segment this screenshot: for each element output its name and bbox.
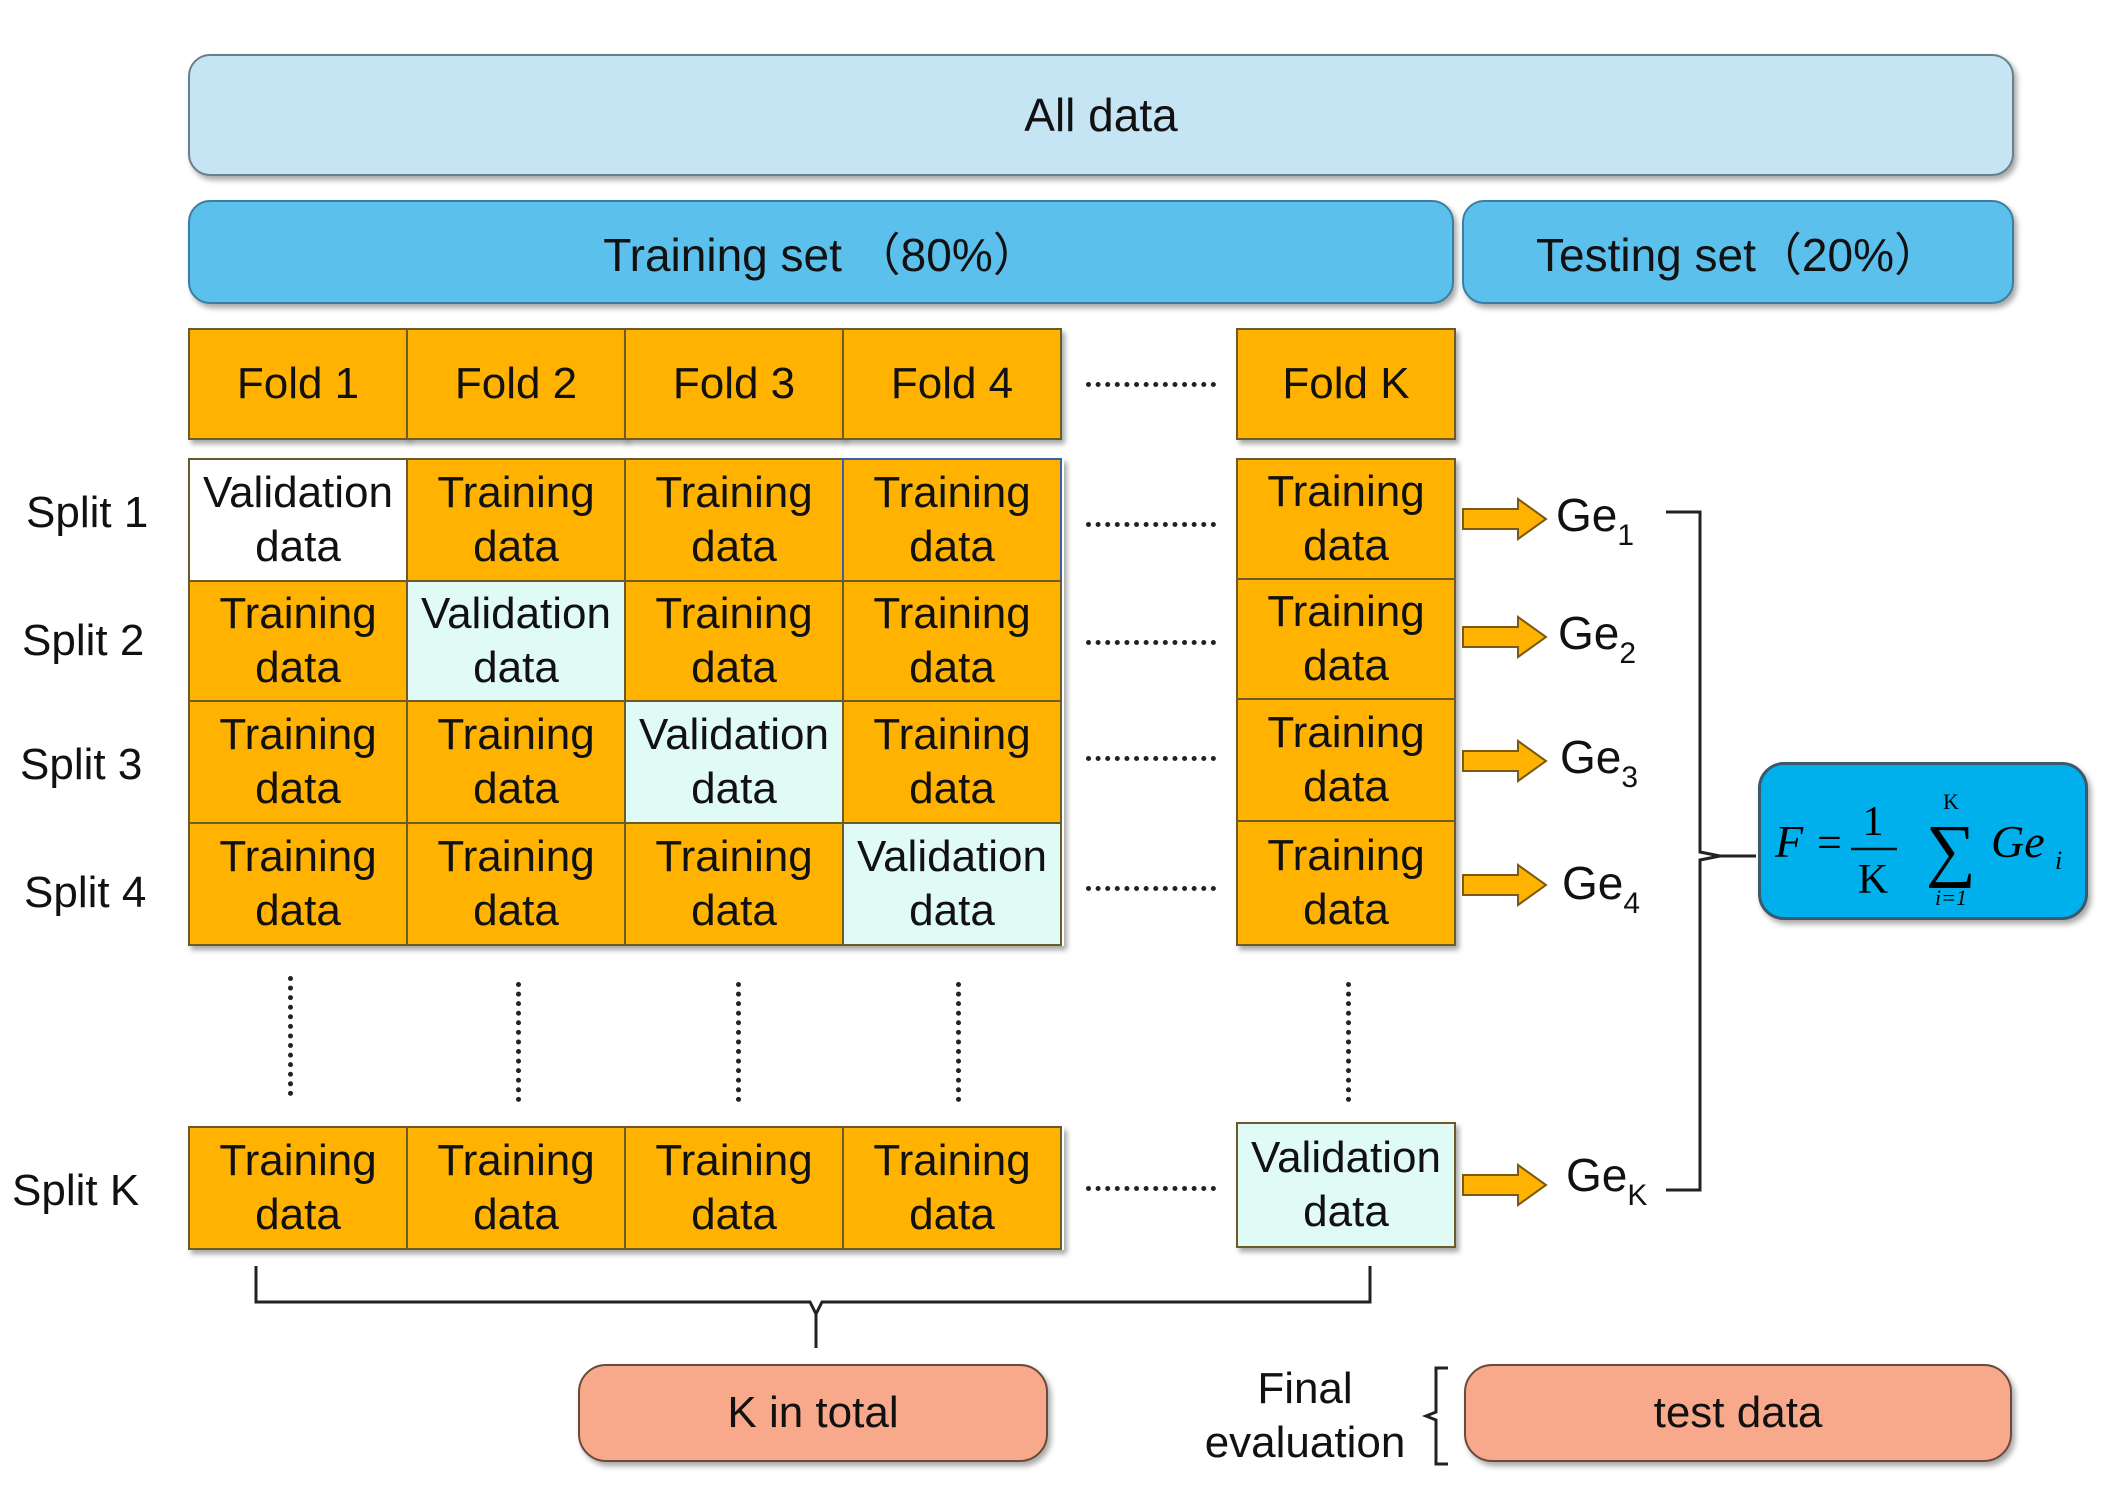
split-3-fold-2-cell: Training data xyxy=(406,700,626,824)
ge-base: Ge xyxy=(1558,607,1620,659)
split-4-fold-4-cell: Validation data xyxy=(842,822,1062,946)
fold-1-vertical-ellipsis xyxy=(288,976,293,1096)
split-1-fold-1-cell: Validation data xyxy=(188,458,408,582)
split-3-fold-k-cell: Training data xyxy=(1236,698,1456,822)
average-formula: F = 1 K K ∑ i=1 Ge i xyxy=(1774,789,2062,910)
fold-1-header: Fold 1 xyxy=(188,328,408,440)
arrow-right-icon xyxy=(1462,739,1548,783)
arrow-right-icon xyxy=(1462,1163,1548,1207)
test-data-label: test data xyxy=(1653,1388,1823,1437)
arrow-right-icon xyxy=(1462,497,1548,541)
formula-equals: = xyxy=(1817,818,1842,867)
split-2-fold-4-cell: Training data xyxy=(842,580,1062,702)
split-k-ellipsis xyxy=(1086,1186,1216,1191)
k-in-total-label: K in total xyxy=(727,1388,899,1437)
ge-bracket xyxy=(1666,510,1756,1192)
fold-header-ellipsis xyxy=(1086,382,1216,387)
ge-base: Ge xyxy=(1556,489,1618,541)
split-2-label: Split 2 xyxy=(22,616,145,665)
ge-subscript: 2 xyxy=(1619,637,1637,670)
ge-k-label: GeK xyxy=(1566,1148,1647,1213)
split-4-fold-k-cell: Training data xyxy=(1236,820,1456,946)
fold-k-header: Fold K xyxy=(1236,328,1456,440)
split-k-fold-k-cell: Validation data xyxy=(1236,1122,1456,1248)
ge-subscript: 4 xyxy=(1623,887,1641,920)
testing-set-label: Testing set（20%） xyxy=(1536,229,1940,281)
ge-4-label: Ge4 xyxy=(1562,856,1640,921)
fold-4-header: Fold 4 xyxy=(842,328,1062,440)
split-2-fold-3-cell: Training data xyxy=(624,580,844,702)
fold-k-vertical-ellipsis xyxy=(1346,982,1351,1102)
split-3-label: Split 3 xyxy=(20,740,143,789)
split-1-fold-2-cell: Training data xyxy=(406,458,626,582)
arrow-right-icon xyxy=(1462,863,1548,907)
split-2-fold-2-cell: Validation data xyxy=(406,580,626,702)
ge-2-label: Ge2 xyxy=(1558,606,1636,671)
average-formula-box: F = 1 K K ∑ i=1 Ge i xyxy=(1758,762,2088,920)
split-4-fold-1-cell: Training data xyxy=(188,822,408,946)
split-4-fold-3-cell: Training data xyxy=(624,822,844,946)
formula-term: Ge xyxy=(1991,816,2045,867)
sum-icon: ∑ xyxy=(1926,812,1976,889)
split-3-ellipsis xyxy=(1086,756,1216,761)
test-data-pill: test data xyxy=(1464,1364,2012,1462)
arrow-right-icon xyxy=(1462,615,1548,659)
split-1-ellipsis xyxy=(1086,522,1216,527)
all-data-bar: All data xyxy=(188,54,2014,176)
formula-sum-upper: K xyxy=(1943,789,1959,814)
split-k-fold-1-cell: Training data xyxy=(188,1126,408,1250)
ge-base: Ge xyxy=(1560,731,1622,783)
final-evaluation-brace xyxy=(1421,1366,1448,1466)
split-3-fold-4-cell: Training data xyxy=(842,700,1062,824)
split-k-label: Split K xyxy=(12,1166,140,1215)
split-k-fold-2-cell: Training data xyxy=(406,1126,626,1250)
final-evaluation-label: Final evaluation xyxy=(1204,1364,1406,1467)
ge-1-label: Ge1 xyxy=(1556,488,1634,553)
fold-4-vertical-ellipsis xyxy=(956,982,961,1102)
ge-3-label: Ge3 xyxy=(1560,730,1638,795)
ge-subscript: K xyxy=(1627,1179,1648,1212)
formula-numerator: 1 xyxy=(1863,799,1884,845)
split-2-fold-1-cell: Training data xyxy=(188,580,408,702)
split-1-fold-k-cell: Training data xyxy=(1236,458,1456,580)
split-4-ellipsis xyxy=(1086,886,1216,891)
split-2-fold-k-cell: Training data xyxy=(1236,578,1456,700)
ge-subscript: 1 xyxy=(1617,519,1635,552)
all-data-label: All data xyxy=(1024,89,1178,141)
split-4-fold-2-cell: Training data xyxy=(406,822,626,946)
split-2-ellipsis xyxy=(1086,640,1216,645)
fold-2-vertical-ellipsis xyxy=(516,982,521,1102)
split-k-fold-3-cell: Training data xyxy=(624,1126,844,1250)
training-set-bar: Training set （80%） xyxy=(188,200,1454,304)
fold-3-vertical-ellipsis xyxy=(736,982,741,1102)
split-k-fold-4-cell: Training data xyxy=(842,1126,1062,1250)
ge-base: Ge xyxy=(1562,857,1624,909)
ge-subscript: 3 xyxy=(1621,761,1639,794)
split-1-label: Split 1 xyxy=(26,488,149,537)
k-in-total-pill: K in total xyxy=(578,1364,1048,1462)
split-3-fold-1-cell: Training data xyxy=(188,700,408,824)
split-3-fold-3-cell: Validation data xyxy=(624,700,844,824)
ge-base: Ge xyxy=(1566,1149,1628,1201)
formula-term-subscript: i xyxy=(2055,846,2062,875)
split-4-label: Split 4 xyxy=(24,868,147,917)
k-total-brace xyxy=(254,1266,1372,1348)
formula-f: F xyxy=(1774,816,1804,867)
training-set-label: Training set （80%） xyxy=(603,229,1039,281)
testing-set-bar: Testing set（20%） xyxy=(1462,200,2014,304)
split-1-fold-4-cell: Training data xyxy=(842,458,1062,582)
formula-sum-lower: i=1 xyxy=(1935,885,1967,910)
formula-denominator: K xyxy=(1858,857,1888,903)
split-1-fold-3-cell: Training data xyxy=(624,458,844,582)
fold-3-header: Fold 3 xyxy=(624,328,844,440)
fold-2-header: Fold 2 xyxy=(406,328,626,440)
